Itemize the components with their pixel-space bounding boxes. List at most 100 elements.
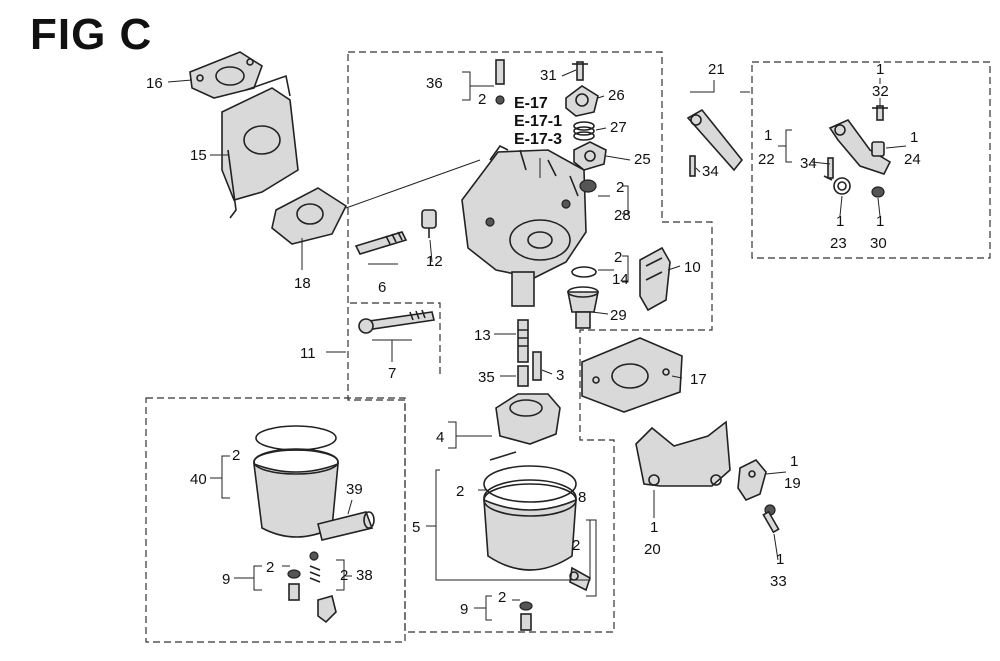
callout-35: 35 [478,369,495,386]
callout-9a: 9 [222,571,230,588]
ref-e17-3: E-17-3 [514,131,562,148]
part-38-valve [309,551,337,624]
part-8-drain-screw [569,566,591,592]
part-36-screw [495,59,505,105]
part-18-gasket [271,159,481,245]
leader-lines [167,69,907,621]
callout-10: 10 [684,259,701,276]
part-22-choke-lever [828,119,892,175]
callout-23-qty: 1 [836,213,844,230]
callout-34-b: 34 [800,155,817,172]
callout-4: 4 [436,429,444,446]
part-5-float-bowl [483,465,577,571]
part-11-frame [350,302,441,378]
part-32-screw [872,105,888,121]
part-19-clip [737,459,767,501]
part-25-holder [573,141,607,171]
callout-27: 27 [610,119,627,136]
main-assembly-frame [347,51,713,633]
callout-22: 22 [758,151,775,168]
callout-labels: 16 15 18 36 2 31 26 27 25 2 28 E-17 E-17… [146,61,921,618]
callout-36: 36 [426,75,443,92]
part-14-oring [571,266,597,278]
callout-8-qty: 2 [572,537,580,554]
part-21-lever [686,108,744,172]
part-15-bracket [221,74,299,219]
callout-12: 12 [426,253,443,270]
part-33-screw [762,504,780,534]
choke-lever-frame [751,61,991,259]
callout-3: 3 [556,367,564,384]
callout-38: 38 [356,567,373,584]
figure-title: FIG C [30,10,153,59]
callout-33-qty: 1 [776,551,784,568]
callout-6: 6 [378,279,386,296]
callout-20-qty: 1 [650,519,658,536]
callout-33: 33 [770,573,787,590]
part-27-spring [573,121,595,141]
callout-14: 14 [612,271,629,288]
part-16-gasket [189,51,263,99]
part-7-needle [358,309,435,334]
callout-15: 15 [190,147,207,164]
callout-40-qty: 2 [232,447,240,464]
part-17-insulator [581,337,683,413]
ref-e17: E-17 [514,95,548,112]
callout-30: 30 [870,235,887,252]
part-34-pin-a [689,155,696,177]
callout-29: 29 [610,307,627,324]
part-40-cup [253,425,339,538]
part-20-bracket [635,420,731,487]
callout-13: 13 [474,327,491,344]
callout-30-qty: 1 [876,213,884,230]
callout-9a-qty: 2 [266,559,274,576]
part-13-main-jet [517,319,529,363]
callout-34-a: 34 [702,163,719,180]
callout-32: 32 [872,83,889,100]
part-30-washer [871,186,885,198]
callout-24-qty: 1 [910,129,918,146]
part-28-washer [579,179,597,193]
callout-38-qty: 2 [340,567,348,584]
part-6-screw [354,231,408,255]
part-9-bolt-lower [519,601,533,631]
callout-21: 21 [708,61,725,78]
callout-18: 18 [294,275,311,292]
callout-36-qty: 2 [478,91,486,108]
callout-20: 20 [644,541,661,558]
callout-39: 39 [346,481,363,498]
part-31-screw [572,61,588,81]
callout-14-qty: 2 [614,249,622,266]
callout-5: 5 [412,519,420,536]
callout-16: 16 [146,75,163,92]
part-9-bolt-left [287,569,301,601]
callout-22-qty: 1 [764,127,772,144]
callout-7: 7 [388,365,396,382]
callout-17: 17 [690,371,707,388]
part-4-float [489,393,561,461]
callout-19: 19 [784,475,801,492]
part-29-float-valve [567,286,599,329]
callout-9b-qty: 2 [498,589,506,606]
carburetor-body [461,144,587,307]
callout-19-qty: 1 [790,453,798,470]
part-3-screw [532,351,542,381]
ref-e17-1: E-17-1 [514,113,562,130]
callout-23: 23 [830,235,847,252]
callout-24: 24 [904,151,921,168]
part-35-nozzle [517,365,529,387]
callout-5-qty: 2 [456,483,464,500]
part-26-cover [565,85,599,117]
part-34-pin-b [827,157,834,179]
callout-9b: 9 [460,601,468,618]
callout-11: 11 [300,345,316,362]
callout-31: 31 [540,67,557,84]
callout-25: 25 [634,151,651,168]
part-12-plug [421,209,437,238]
part-10-float [639,246,671,312]
part-23-spring [823,175,851,195]
callout-8: 8 [578,489,586,506]
part-39-pipe [317,511,375,541]
